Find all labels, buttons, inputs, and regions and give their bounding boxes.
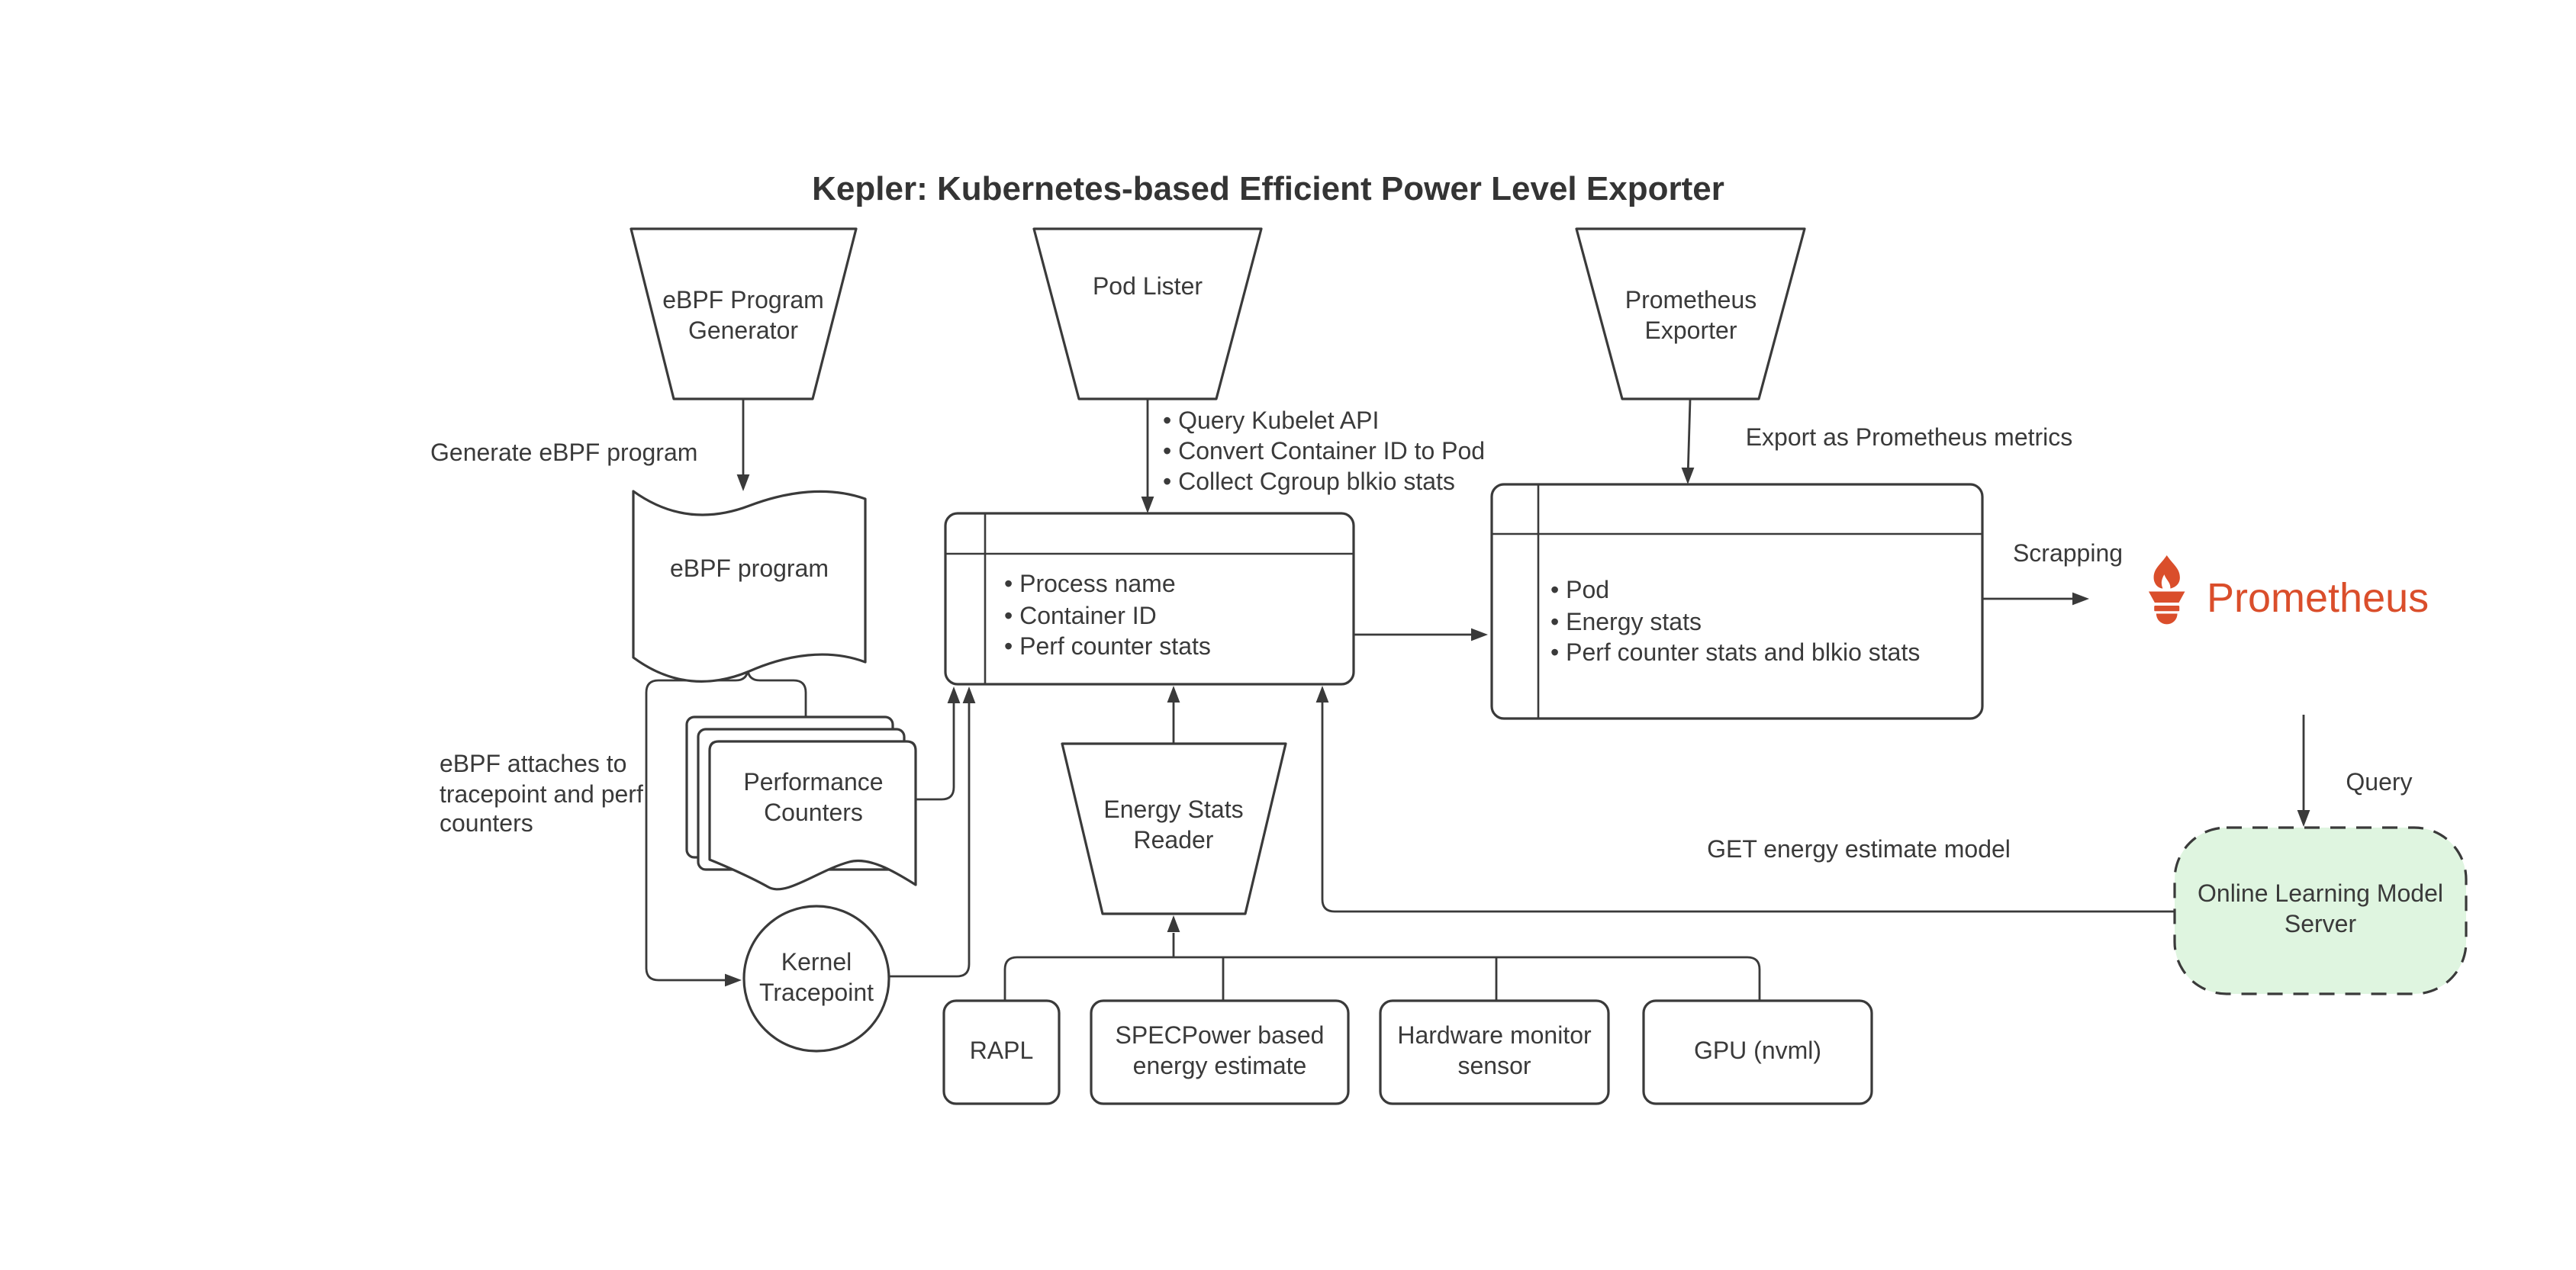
list-item: • Container ID <box>1004 603 1157 629</box>
note-item: • Query Kubelet API <box>1163 409 1380 435</box>
prometheus-flame-icon <box>2148 555 2185 625</box>
arrowhead-right-icon <box>1471 628 1488 641</box>
node-pod-table <box>1490 483 1984 720</box>
arrowhead-right-icon <box>2072 592 2089 606</box>
note-item: • Convert Container ID to Pod <box>1163 439 1486 465</box>
arrowhead-right-icon <box>725 973 742 987</box>
process-table-items: • Process name • Container ID • Perf cou… <box>1004 572 1211 666</box>
node-ebpf-program-generator <box>630 227 858 400</box>
list-item: • Energy stats <box>1550 609 1702 635</box>
label-ebpf-program-generator: eBPF Program Generator <box>662 288 824 345</box>
arrowhead-up-icon <box>1167 915 1180 932</box>
edge-kernel-tracepoint-to-process-table <box>889 703 971 978</box>
node-hardware-monitor <box>1379 999 1610 1105</box>
list-item: • Perf counter stats <box>1004 635 1211 661</box>
node-energy-stats-reader <box>1061 742 1287 915</box>
arrowhead-down-icon <box>2297 810 2310 827</box>
label-energy-stats-reader: Energy Stats Reader <box>1103 797 1244 854</box>
node-prometheus-exporter <box>1575 227 1806 400</box>
edge-label-export-prometheus-metrics: Export as Prometheus metrics <box>1745 425 2073 452</box>
label-rapl: RAPL <box>969 1038 1034 1065</box>
list-item: • Pod <box>1550 578 1610 604</box>
edge-label-ebpf-attaches: eBPF attaches to tracepoint and perf cou… <box>440 752 643 838</box>
arrowhead-up-icon <box>1167 686 1180 703</box>
edge-sources-collector <box>1003 956 1761 1001</box>
node-pod-lister <box>1032 227 1263 400</box>
edge-get-energy-model <box>1321 703 2175 913</box>
edge-perf-counters-to-process-table <box>916 703 955 801</box>
edge-label-scrapping: Scrapping <box>2012 541 2124 567</box>
pod-lister-notes: • Query Kubelet API • Convert Container … <box>1163 409 1485 500</box>
arrowhead-down-icon <box>1141 497 1154 513</box>
arrowhead-up-icon <box>962 686 976 703</box>
pod-table-items: • Pod • Energy stats • Perf counter stat… <box>1550 578 1920 672</box>
label-hardware-monitor: Hardware monitor sensor <box>1397 1023 1592 1080</box>
label-performance-counters: Performance Counters <box>743 770 884 827</box>
arrowhead-down-icon <box>736 474 750 491</box>
edge-exporter-to-pod-table <box>1687 399 1692 468</box>
node-process-table <box>944 512 1355 686</box>
label-gpu: GPU (nvml) <box>1693 1038 1822 1065</box>
label-prometheus-exporter: Prometheus Exporter <box>1624 288 1757 345</box>
list-item: • Process name <box>1004 572 1176 598</box>
edge-label-generate-ebpf-program: Generate eBPF program <box>430 440 698 467</box>
node-gpu <box>1642 999 1873 1105</box>
node-kernel-tracepoint <box>742 905 890 1053</box>
edge-label-get-energy-estimate-model: GET energy estimate model <box>1707 837 2011 863</box>
page-title: Kepler: Kubernetes-based Efficient Power… <box>812 169 1724 207</box>
arrowhead-up-icon <box>1315 686 1329 703</box>
node-performance-counters <box>685 715 917 891</box>
label-ebpf-program: eBPF program <box>669 556 829 583</box>
table-outline <box>1490 483 1984 720</box>
arrowhead-up-icon <box>947 686 961 703</box>
label-specpower: SPECPower based energy estimate <box>1115 1023 1325 1080</box>
node-rapl <box>942 999 1061 1105</box>
node-online-learning-model-server <box>2173 826 2468 995</box>
prometheus-wordmark: Prometheus <box>2207 574 2429 620</box>
edge-ebpf-to-kernel-tracepoint <box>645 667 749 982</box>
doc-front <box>708 740 917 891</box>
label-online-learning-model-server: Online Learning Model Server <box>2198 881 2443 938</box>
label-pod-lister: Pod Lister <box>1092 274 1203 301</box>
node-specpower <box>1090 999 1350 1105</box>
table-outline <box>944 512 1355 686</box>
list-item: • Perf counter stats and blkio stats <box>1550 641 1921 667</box>
label-kernel-tracepoint: Kernel Tracepoint <box>759 950 874 1007</box>
note-item: • Collect Cgroup blkio stats <box>1163 470 1455 496</box>
node-ebpf-program-tape <box>632 490 867 683</box>
arrowhead-down-icon <box>1681 468 1695 484</box>
edge-ebpf-to-perf-counters <box>746 662 807 728</box>
edge-label-query: Query <box>2346 770 2413 796</box>
